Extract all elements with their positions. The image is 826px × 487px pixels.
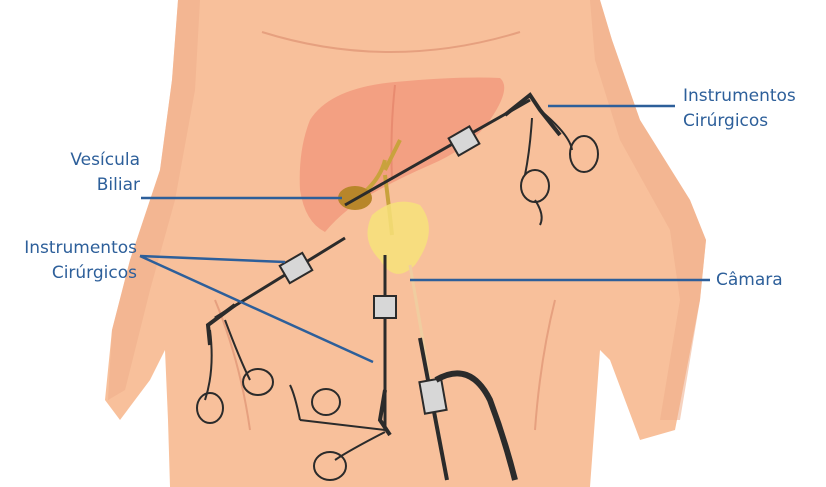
label-camara-text: Câmara <box>716 268 783 293</box>
label-vesicula-line2: Biliar <box>30 173 140 198</box>
camera-head <box>419 378 446 413</box>
label-instrumentos-right: Instrumentos Cirúrgicos <box>683 84 796 134</box>
label-instr-left-line2: Cirúrgicos <box>0 261 137 286</box>
label-instrumentos-left: Instrumentos Cirúrgicos <box>0 236 137 286</box>
label-instr-left-line1: Instrumentos <box>0 236 137 261</box>
label-instr-right-line1: Instrumentos <box>683 84 796 109</box>
trocar-port <box>374 296 396 318</box>
label-vesicula-biliar: Vesícula Biliar <box>30 148 140 198</box>
label-vesicula-line1: Vesícula <box>30 148 140 173</box>
label-camara: Câmara <box>716 268 783 293</box>
label-instr-right-line2: Cirúrgicos <box>683 109 796 134</box>
